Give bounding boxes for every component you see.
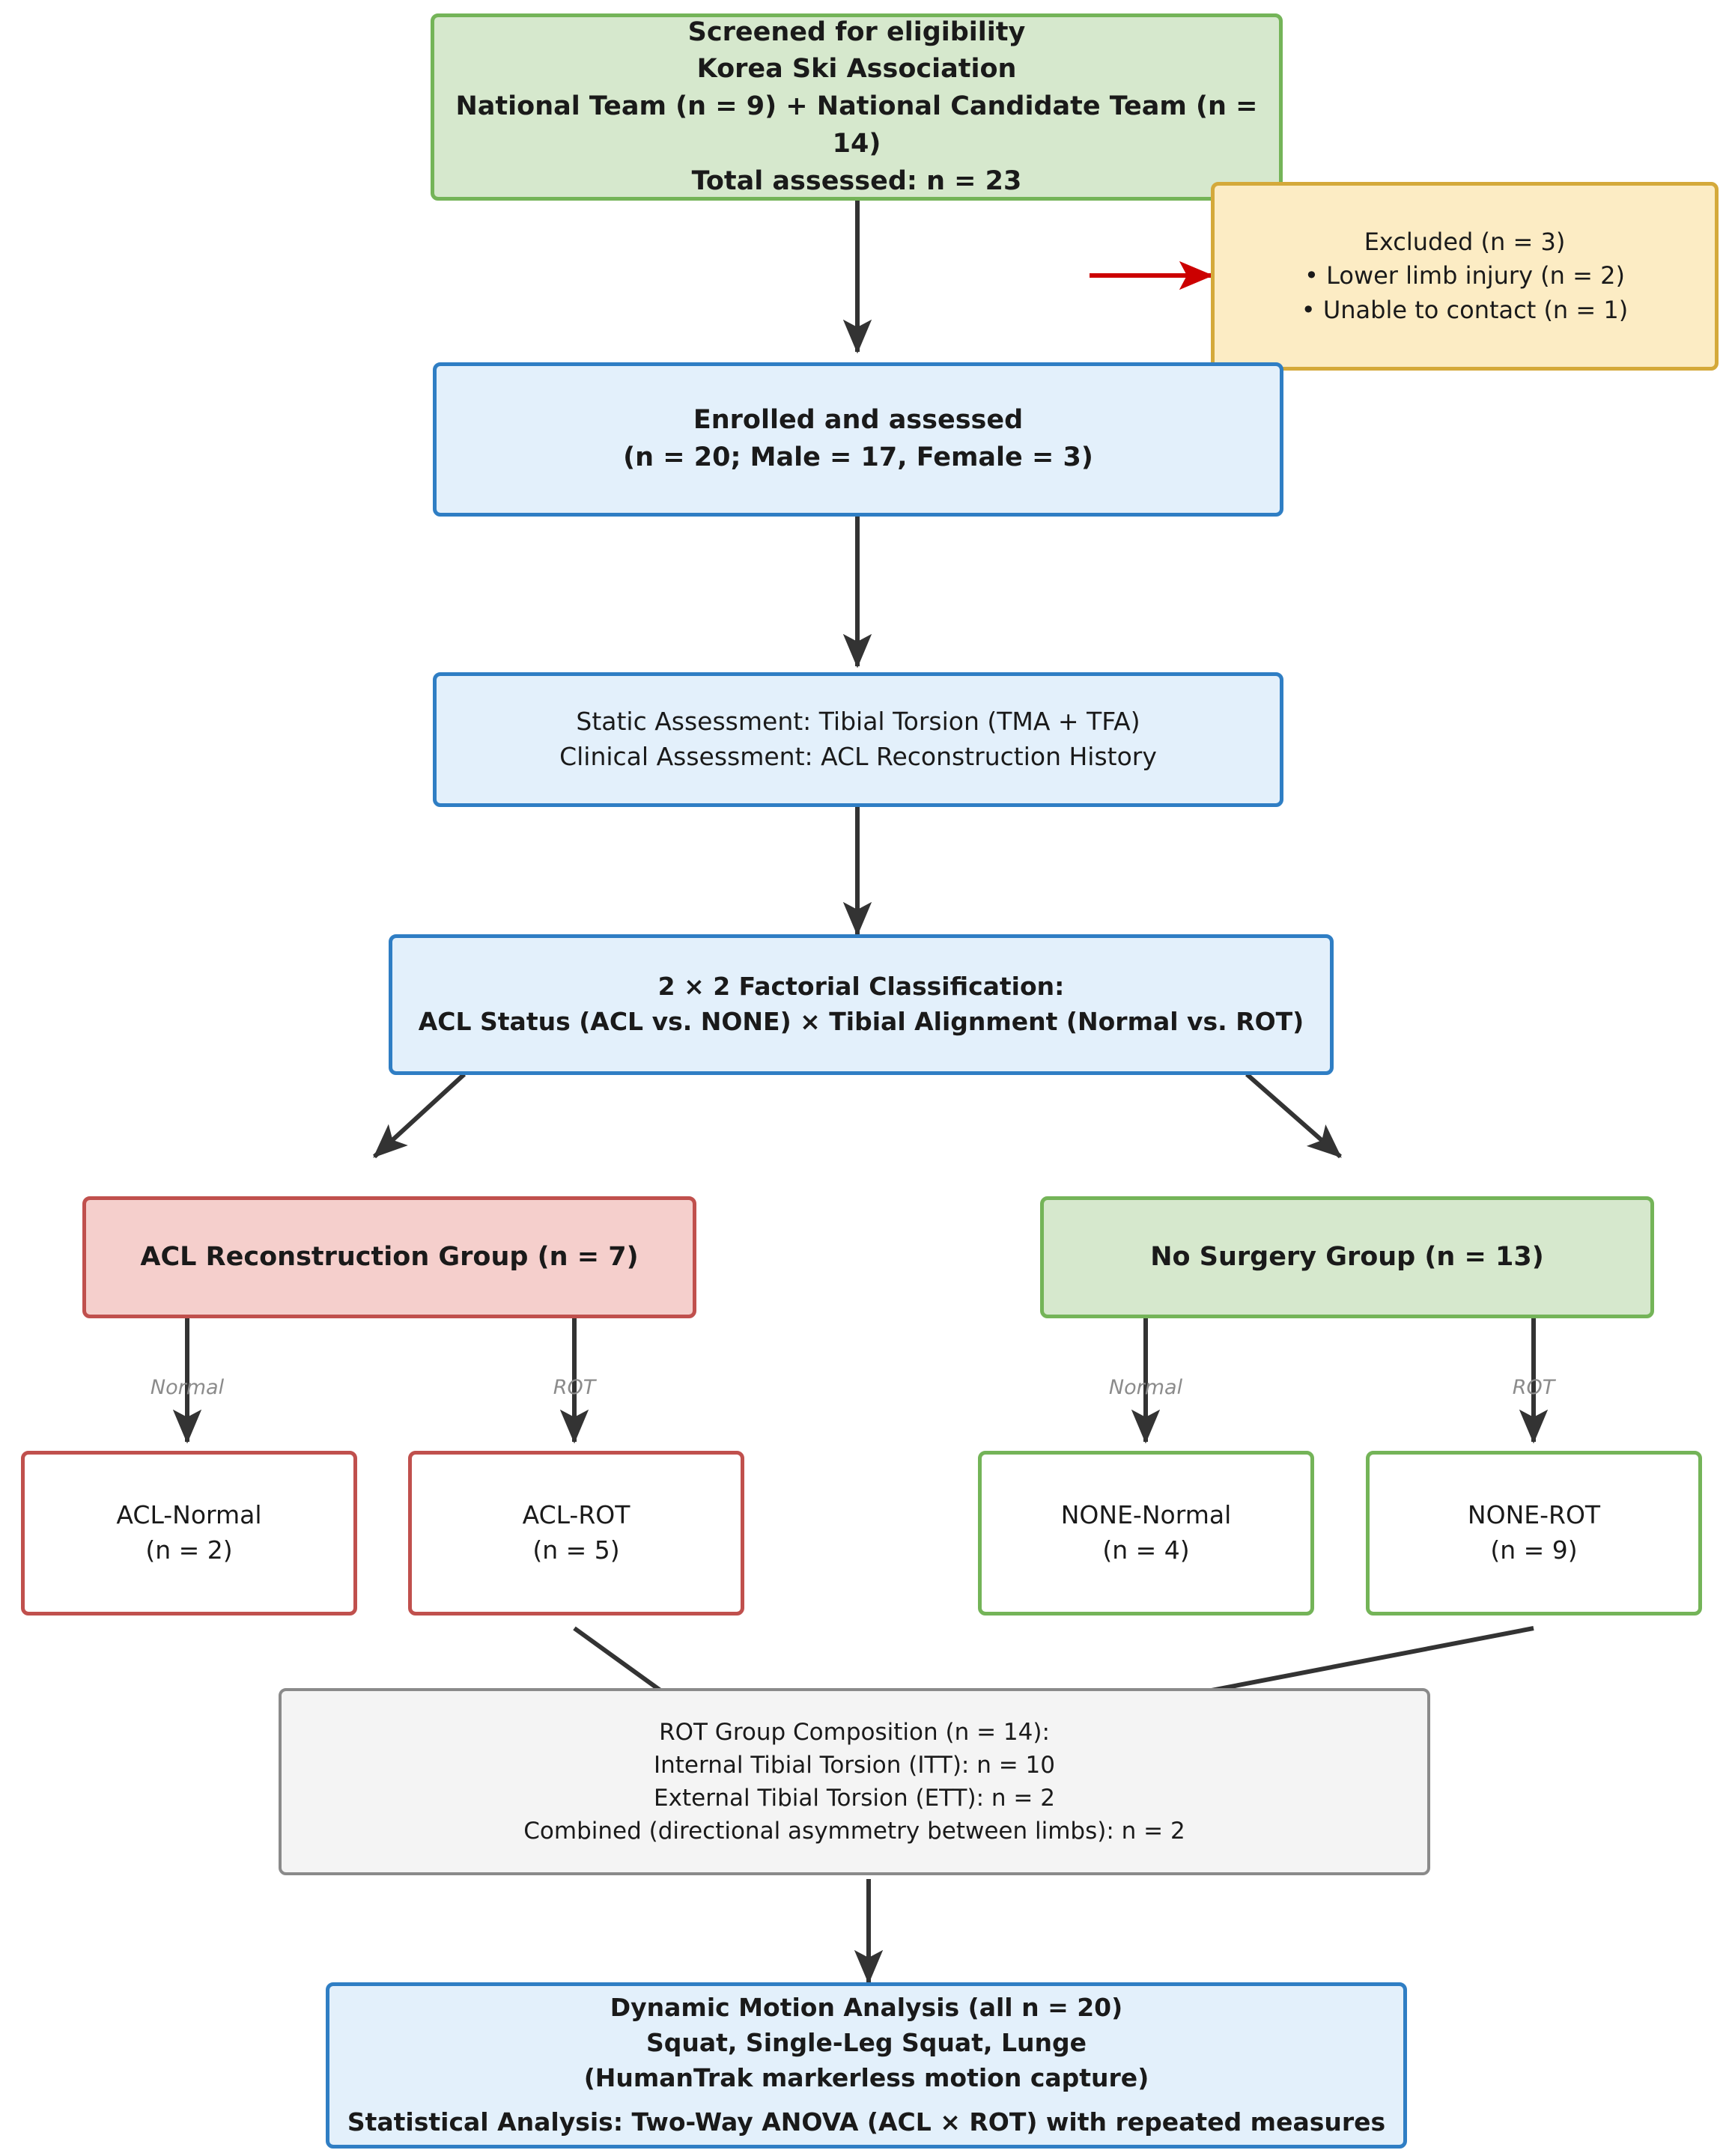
acl-group-label: ACL Reconstruction Group (n = 7) <box>140 1241 639 1272</box>
none-rot-line-2: (n = 9) <box>1490 1535 1578 1565</box>
node-none-normal: NONE-Normal (n = 4) <box>978 1451 1314 1616</box>
screened-line-4: Total assessed: n = 23 <box>691 165 1022 196</box>
acl-normal-line-1: ACL-Normal <box>116 1500 262 1530</box>
assessment-line-1: Static Assessment: Tibial Torsion (TMA +… <box>576 707 1140 737</box>
rot-composition-line-3: External Tibial Torsion (ETT): n = 2 <box>654 1785 1055 1812</box>
excluded-line-2: • Lower limb injury (n = 2) <box>1304 261 1625 290</box>
enrolled-line-2: (n = 20; Male = 17, Female = 3) <box>623 442 1093 472</box>
screened-line-3: National Team (n = 9) + National Candida… <box>455 91 1258 159</box>
node-excluded: Excluded (n = 3) • Lower limb injury (n … <box>1211 182 1719 371</box>
none-normal-line-1: NONE-Normal <box>1060 1500 1232 1530</box>
node-no-surgery-group: No Surgery Group (n = 13) <box>1040 1196 1654 1318</box>
edge-label-none-rot: ROT <box>1512 1376 1555 1399</box>
node-dynamic-motion-analysis: Dynamic Motion Analysis (all n = 20) Squ… <box>326 1982 1407 2149</box>
node-factorial-classification: 2 × 2 Factorial Classification: ACL Stat… <box>389 934 1334 1075</box>
node-enrolled-and-assessed: Enrolled and assessed (n = 20; Male = 17… <box>433 362 1283 517</box>
node-acl-normal: ACL-Normal (n = 2) <box>21 1451 357 1616</box>
screened-line-2: Korea Ski Association <box>696 54 1017 85</box>
excluded-line-3: • Unable to contact (n = 1) <box>1301 295 1629 324</box>
node-screened-for-eligibility: Screened for eligibility Korea Ski Assoc… <box>431 13 1283 201</box>
rot-composition-line-2: Internal Tibial Torsion (ITT): n = 10 <box>653 1751 1056 1779</box>
none-rot-line-1: NONE-ROT <box>1467 1500 1601 1530</box>
dynamic-line-2: Squat, Single-Leg Squat, Lunge <box>645 2027 1087 2057</box>
no-surgery-group-label: No Surgery Group (n = 13) <box>1150 1241 1544 1272</box>
node-acl-reconstruction-group: ACL Reconstruction Group (n = 7) <box>82 1196 696 1318</box>
enrolled-line-1: Enrolled and assessed <box>693 405 1024 436</box>
edge-label-acl-normal: Normal <box>150 1376 225 1399</box>
dynamic-line-5: Statistical Analysis: Two-Way ANOVA (ACL… <box>347 2107 1386 2137</box>
edge-label-none-normal: Normal <box>1108 1376 1183 1399</box>
arrow-factorial-to-acl-group <box>372 1072 467 1159</box>
excluded-line-1: Excluded (n = 3) <box>1364 227 1566 256</box>
dynamic-line-1: Dynamic Motion Analysis (all n = 20) <box>610 1993 1123 2022</box>
edge-label-acl-rot: ROT <box>553 1376 596 1399</box>
arrow-factorial-to-no-surgery-group <box>1245 1072 1342 1159</box>
rot-composition-line-4: Combined (directional asymmetry between … <box>523 1818 1185 1845</box>
node-none-rot: NONE-ROT (n = 9) <box>1366 1451 1702 1616</box>
node-acl-rot: ACL-ROT (n = 5) <box>408 1451 744 1616</box>
factorial-line-1: 2 × 2 Factorial Classification: <box>657 972 1065 1002</box>
acl-rot-line-1: ACL-ROT <box>522 1500 630 1530</box>
factorial-line-2: ACL Status (ACL vs. NONE) × Tibial Align… <box>418 1007 1304 1036</box>
assessment-line-2: Clinical Assessment: ACL Reconstruction … <box>559 742 1157 771</box>
none-normal-line-2: (n = 4) <box>1102 1535 1190 1565</box>
rot-composition-line-1: ROT Group Composition (n = 14): <box>659 1718 1050 1746</box>
screened-line-1: Screened for eligibility <box>687 16 1026 47</box>
node-static-clinical-assessment: Static Assessment: Tibial Torsion (TMA +… <box>433 672 1283 807</box>
node-rot-group-composition: ROT Group Composition (n = 14): Internal… <box>279 1688 1430 1875</box>
acl-rot-line-2: (n = 5) <box>532 1535 620 1565</box>
acl-normal-line-2: (n = 2) <box>145 1535 233 1565</box>
dynamic-line-3: (HumanTrak markerless motion capture) <box>583 2062 1149 2092</box>
